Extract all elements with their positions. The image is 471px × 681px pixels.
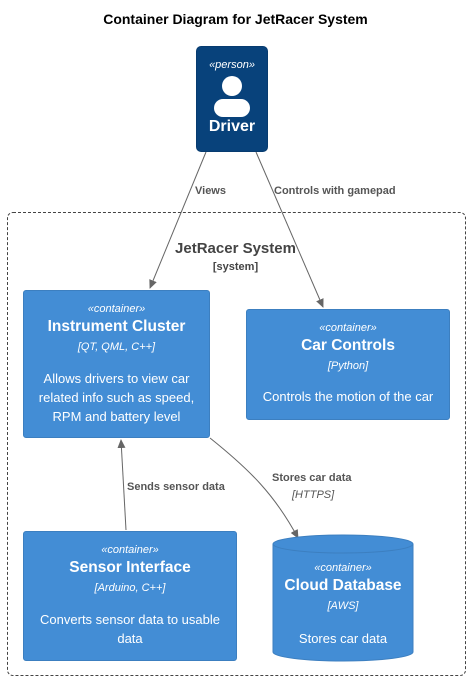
system-boundary — [7, 212, 466, 676]
container-desc-line: Converts sensor data to usable — [40, 612, 220, 627]
edge-sends — [117, 439, 127, 531]
diagram-title: Container Diagram for JetRacer System — [103, 11, 368, 27]
boundary-type: [system] — [212, 261, 259, 273]
container-stereotype: «container» — [319, 322, 377, 334]
edge-controls — [255, 151, 324, 308]
edge-label-stores: Stores car data — [272, 472, 352, 484]
container-desc-line: Stores car data — [298, 631, 388, 646]
container-desc-line: RPM and battery level — [52, 409, 181, 424]
container-tech: [Python] — [327, 360, 369, 372]
container-name: Car Controls — [301, 337, 395, 354]
person-driver: «person» Driver — [196, 46, 268, 152]
edge-label-sends: Sends sensor data — [127, 481, 225, 493]
container-desc-line: Allows drivers to view car — [43, 371, 190, 386]
database-cylinder-shape — [272, 534, 414, 662]
container-stereotype: «container» — [87, 303, 146, 315]
container-tech: [QT, QML, C++] — [77, 341, 156, 353]
container-stereotype: «container» — [101, 544, 159, 556]
person-name: Driver — [208, 118, 256, 135]
edge-views — [149, 151, 207, 289]
container-instrument-cluster: «container» Instrument Cluster [QT, QML,… — [23, 290, 210, 438]
edge-label-controls: Controls with gamepad — [274, 185, 396, 197]
edge-label-stores-tech: [HTTPS] — [292, 489, 335, 501]
container-name: Sensor Interface — [69, 559, 191, 576]
container-sensor-interface: «container» Sensor Interface [Arduino, C… — [23, 531, 237, 661]
edge-label-views: Views — [195, 185, 226, 197]
container-cloud-database: «container» Cloud Database [AWS] Stores … — [272, 534, 414, 648]
container-tech: [Arduino, C++] — [94, 582, 166, 594]
container-desc-line: data — [117, 631, 143, 646]
person-stereotype: «person» — [209, 59, 255, 71]
container-tech: [AWS] — [327, 600, 359, 612]
container-name: Cloud Database — [284, 577, 402, 594]
container-car-controls: «container» Car Controls [Python] Contro… — [246, 309, 450, 420]
person-icon — [214, 76, 250, 117]
container-desc-line: related info such as speed, — [38, 390, 195, 405]
edge-stores — [209, 437, 299, 539]
container-desc-line: Controls the motion of the car — [262, 389, 434, 404]
container-stereotype: «container» — [314, 562, 372, 574]
container-name: Instrument Cluster — [47, 318, 186, 335]
boundary-title: JetRacer System — [175, 240, 296, 257]
